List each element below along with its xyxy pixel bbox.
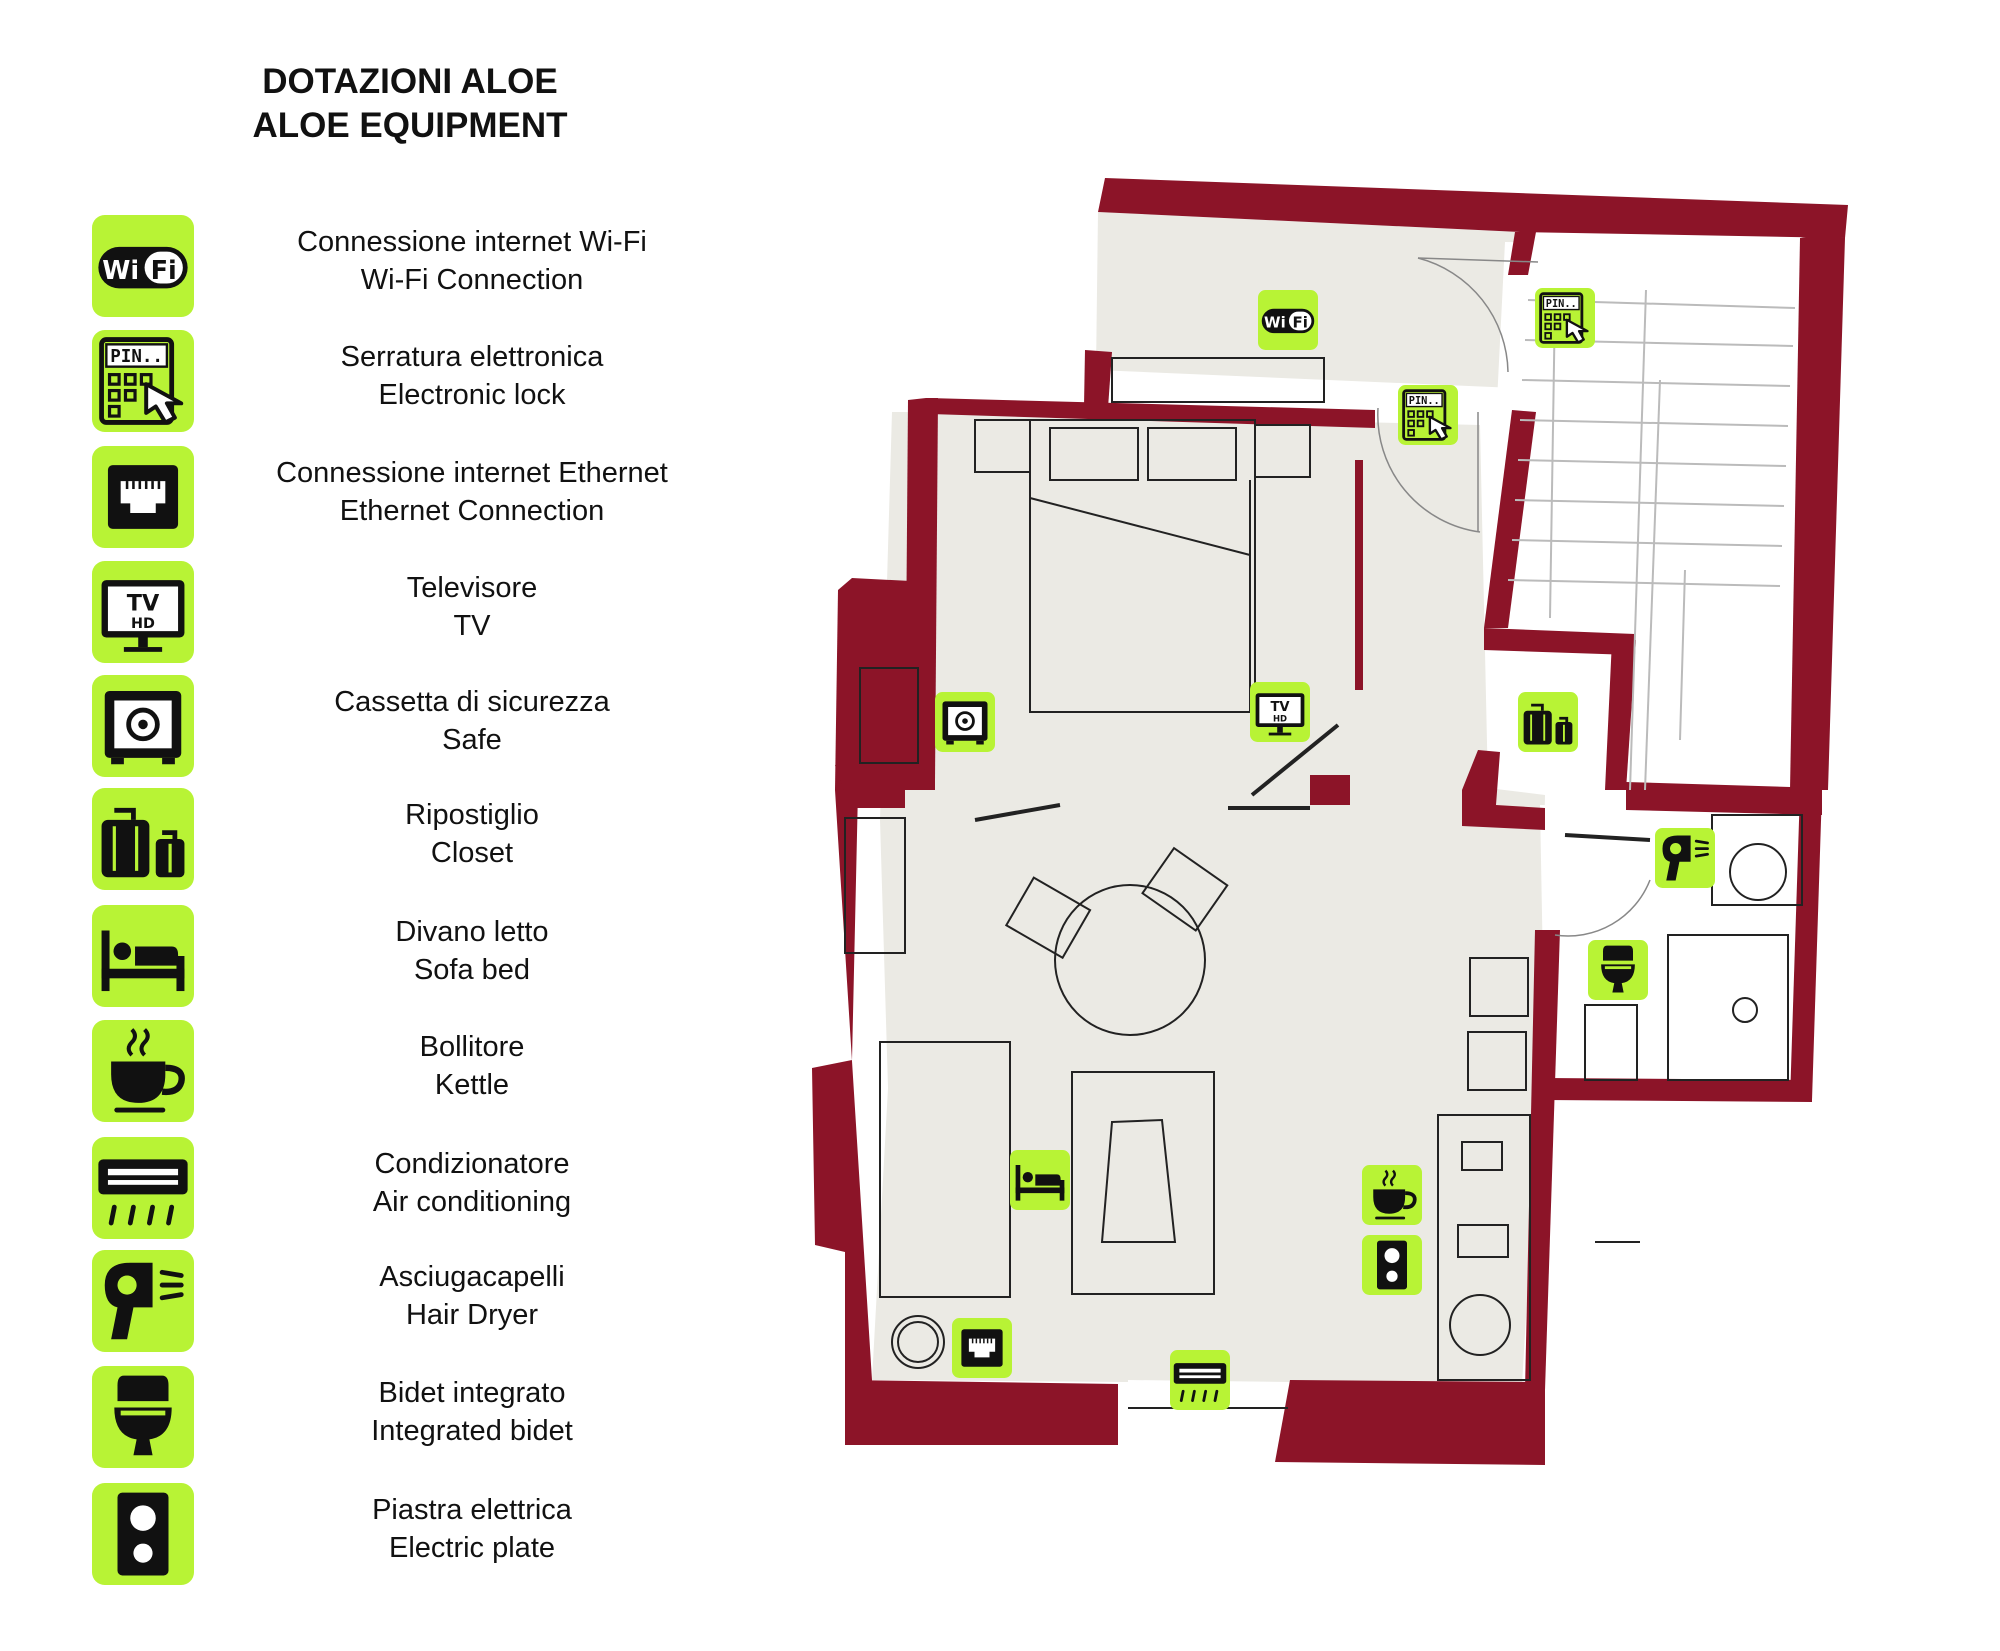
walls [812, 178, 1848, 1465]
legend-title-it: DOTAZIONI ALOE [262, 62, 558, 101]
plan-marker-electric-plate-icon [1362, 1235, 1422, 1295]
legend-label-it: Piastra elettrica [372, 1494, 572, 1526]
doors [974, 257, 1651, 937]
legend-label-it: Divano letto [395, 916, 549, 948]
legend-label-it: Condizionatore [374, 1148, 570, 1180]
plan-marker-toilet-icon [1588, 940, 1648, 1000]
plan-marker-tv-icon [1250, 682, 1310, 742]
legend-label-en: Wi-Fi Connection [360, 264, 584, 296]
plan-marker-air-conditioner-icon [1170, 1350, 1230, 1410]
legend-label-it: Bidet integrato [378, 1377, 566, 1409]
legend-title-en: ALOE EQUIPMENT [252, 106, 568, 145]
legend-label-en: Closet [430, 837, 514, 869]
legend-label-it: Connessione internet Wi-Fi [297, 226, 647, 258]
legend-label-en: Safe [442, 724, 502, 756]
plan-marker-electronic-lock-icon [1535, 288, 1595, 348]
legend-label-it: Cassetta di sicurezza [334, 686, 610, 718]
legend-label-en: Kettle [434, 1069, 510, 1101]
furniture [844, 357, 1803, 1409]
legend-label-en: Ethernet Connection [339, 495, 605, 527]
legend-label-en: Air conditioning [372, 1186, 572, 1218]
plan-marker-luggage-icon [1518, 692, 1578, 752]
legend-label-it: Connessione internet Ethernet [276, 457, 668, 489]
plan-marker-ethernet-icon [952, 1318, 1012, 1378]
legend-label-it: Asciugacapelli [379, 1261, 565, 1293]
legend-label-en: Sofa bed [413, 954, 531, 986]
stairs [1507, 289, 1796, 791]
legend-label-it: Ripostiglio [405, 799, 539, 831]
legend-label-it: Serratura elettronica [340, 341, 604, 373]
plan-marker-hair-dryer-icon [1655, 828, 1715, 888]
plan-marker-bed-icon [1010, 1150, 1070, 1210]
plan-marker-safe-icon [935, 692, 995, 752]
legend-label-it: Televisore [406, 572, 538, 604]
legend-label-en: Integrated bidet [371, 1415, 573, 1447]
plan-marker-wifi-icon [1258, 290, 1318, 350]
legend-label-en: Electronic lock [378, 379, 566, 411]
legend-label-en: Hair Dryer [405, 1299, 539, 1331]
plan-marker-kettle-icon [1362, 1165, 1422, 1225]
legend-label-en: TV [453, 610, 491, 642]
legend-label-it: Bollitore [419, 1031, 525, 1063]
legend-label-en: Electric plate [388, 1532, 555, 1564]
plan-marker-electronic-lock-icon [1398, 385, 1458, 445]
